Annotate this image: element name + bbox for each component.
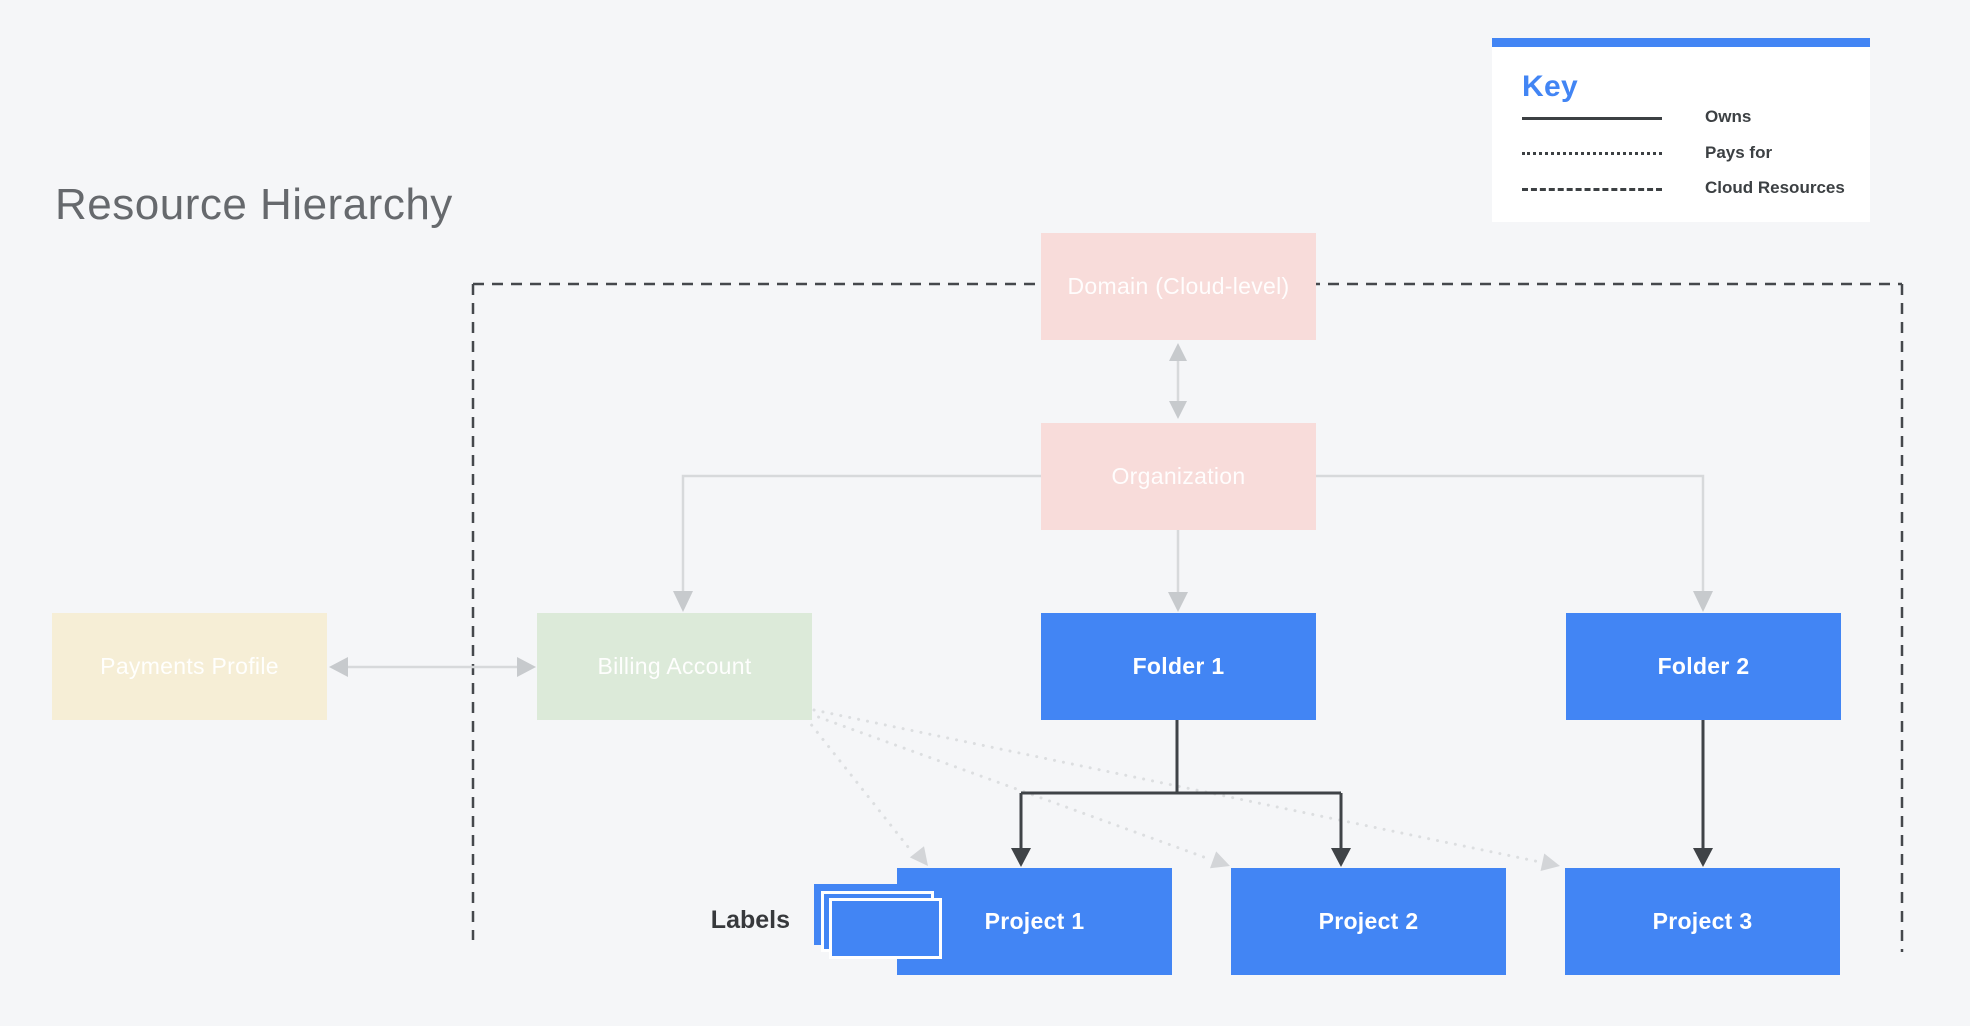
cloud-resources-line-sample (1522, 188, 1662, 191)
key-label-pays-for: Pays for (1705, 143, 1773, 162)
key-panel: Key Owns Pays for Cloud Resources (1492, 38, 1870, 222)
node-payments-label: Payments Profile (100, 653, 279, 679)
node-folder2-label: Folder 2 (1657, 653, 1750, 679)
node-project-1: Project 1 (897, 868, 1172, 975)
node-project-3: Project 3 (1565, 868, 1840, 975)
key-title: Key (1522, 70, 1578, 103)
folder-project-connectors (1011, 720, 1713, 867)
key-panel-accent-bar (1492, 38, 1870, 47)
node-organization-label: Organization (1111, 463, 1246, 489)
node-folder-1: Folder 1 (1041, 613, 1316, 720)
cloud-resources-boundary (471, 282, 1904, 952)
key-label-owns: Owns (1705, 107, 1752, 126)
pays-for-connectors (804, 708, 1560, 872)
node-billing-label: Billing Account (597, 653, 752, 679)
labels-caption: Labels (710, 906, 790, 934)
node-folder-2: Folder 2 (1566, 613, 1841, 720)
node-project-2: Project 2 (1231, 868, 1506, 975)
node-project2-label: Project 2 (1318, 908, 1419, 934)
pays-for-line-sample (1522, 152, 1662, 155)
key-label-cloud-resources: Cloud Resources (1705, 178, 1845, 197)
node-project1-label: Project 1 (984, 908, 1085, 934)
node-payments-profile: Payments Profile (52, 613, 327, 720)
node-folder1-label: Folder 1 (1132, 653, 1225, 679)
labels-stack-icon (814, 884, 945, 965)
owns-connectors (329, 343, 1713, 677)
node-organization: Organization (1041, 423, 1316, 530)
node-domain-label: Domain (Cloud-level) (1067, 273, 1290, 299)
node-project3-label: Project 3 (1652, 908, 1753, 934)
label-card-front (829, 898, 942, 959)
node-domain: Domain (Cloud-level) (1041, 233, 1316, 340)
page-title: Resource Hierarchy (55, 180, 453, 229)
node-billing-account: Billing Account (537, 613, 812, 720)
owns-line-sample (1522, 117, 1662, 120)
